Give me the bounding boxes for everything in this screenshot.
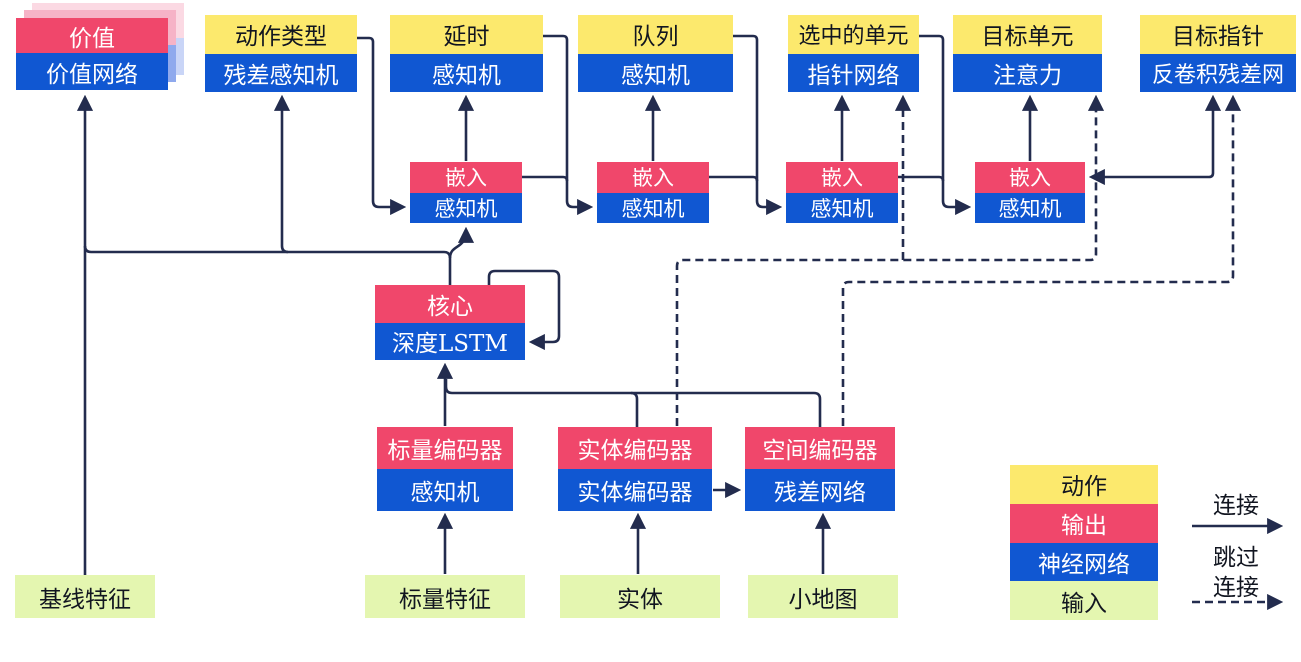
node-delay-action-label: 延时 <box>390 15 543 54</box>
line-embed-1-merge <box>522 175 569 182</box>
node-embed-4-output-label: 嵌入 <box>975 162 1085 193</box>
node-target-point: 目标指针 反卷积残差网 <box>1140 15 1296 92</box>
arrow-embed-4-target-point-link <box>1088 94 1222 186</box>
input-scalar-features: 标量特征 <box>365 575 525 618</box>
node-target-unit: 目标单元 注意力 <box>953 15 1102 92</box>
node-embed-2-output-label: 嵌入 <box>597 162 709 193</box>
arrow-delay-to-embed-2 <box>543 34 594 216</box>
node-action-type-action-label: 动作类型 <box>205 15 357 54</box>
node-embed-4-network-label: 感知机 <box>975 192 1085 223</box>
legend-output-label: 输出 <box>1010 503 1158 543</box>
legend-color-key: 动作 输出 神经网络 输入 <box>1010 465 1158 620</box>
node-value-output-label: 价值 <box>16 18 168 53</box>
line-core-output-left <box>83 245 452 287</box>
skip-entity-to-target-unit <box>675 94 1105 426</box>
node-core-output-label: 核心 <box>375 285 525 323</box>
node-delay-network-label: 感知机 <box>390 53 543 92</box>
node-scalar-encoder-network-label: 感知机 <box>377 469 513 511</box>
arrow-core-to-action-type <box>273 94 291 254</box>
arrow-action-type-to-embed-1 <box>357 36 407 216</box>
line-embed-2-merge <box>709 175 759 182</box>
arrow-queue-to-embed-3 <box>733 34 783 216</box>
node-action-type-network-label: 残差感知机 <box>205 53 357 92</box>
node-embed-3: 嵌入 感知机 <box>786 162 898 223</box>
node-selected-units: 选中的单元 指针网络 <box>788 15 919 92</box>
node-value-network-label: 价值网络 <box>16 53 168 90</box>
node-scalar-encoder-output-label: 标量编码器 <box>377 427 513 469</box>
node-entity-encoder-network-label: 实体编码器 <box>558 469 712 511</box>
node-action-type: 动作类型 残差感知机 <box>205 15 357 92</box>
node-delay: 延时 感知机 <box>390 15 543 92</box>
node-embed-1-network-label: 感知机 <box>410 192 522 223</box>
node-scalar-encoder: 标量编码器 感知机 <box>377 427 513 511</box>
node-value: 价值 价值网络 <box>16 18 168 90</box>
input-entities: 实体 <box>560 575 720 618</box>
node-spatial-encoder: 空间编码器 残差网络 <box>745 427 895 511</box>
legend-skip-connection-label-line2: 连接 <box>1213 575 1259 601</box>
arrow-selected-units-to-embed-4 <box>919 34 972 216</box>
node-embed-3-network-label: 感知机 <box>786 192 898 223</box>
node-embed-1: 嵌入 感知机 <box>410 162 522 223</box>
input-minimap: 小地图 <box>748 575 898 618</box>
input-baseline-features: 基线特征 <box>15 575 155 618</box>
node-entity-encoder: 实体编码器 实体编码器 <box>558 427 712 511</box>
node-selected-units-action-label: 选中的单元 <box>788 15 919 54</box>
node-spatial-encoder-network-label: 残差网络 <box>745 469 895 511</box>
node-embed-2: 嵌入 感知机 <box>597 162 709 223</box>
node-core-network-label: 深度LSTM <box>375 322 525 360</box>
node-embed-4: 嵌入 感知机 <box>975 162 1085 223</box>
node-spatial-encoder-output-label: 空间编码器 <box>745 427 895 469</box>
line-embed-3-merge <box>898 175 945 182</box>
node-entity-encoder-output-label: 实体编码器 <box>558 427 712 469</box>
legend-network-label: 神经网络 <box>1010 542 1158 582</box>
legend-action-label: 动作 <box>1010 465 1158 504</box>
line-entity-encoder-to-core <box>630 391 639 427</box>
legend-skip-connection-label-line1: 跳过 <box>1213 545 1259 571</box>
node-embed-3-output-label: 嵌入 <box>786 162 898 193</box>
node-embed-2-network-label: 感知机 <box>597 192 709 223</box>
arrow-core-self-loop <box>487 269 561 351</box>
line-spatial-encoder-to-core <box>444 379 822 427</box>
node-target-unit-action-label: 目标单元 <box>953 15 1102 54</box>
node-target-point-network-label: 反卷积残差网 <box>1140 53 1296 92</box>
node-queue: 队列 感知机 <box>578 15 733 92</box>
node-queue-action-label: 队列 <box>578 15 733 54</box>
node-core: 核心 深度LSTM <box>375 285 525 360</box>
node-queue-network-label: 感知机 <box>578 53 733 92</box>
node-embed-1-output-label: 嵌入 <box>410 162 522 193</box>
node-target-point-action-label: 目标指针 <box>1140 15 1296 54</box>
legend-solid-connection-label: 连接 <box>1213 493 1259 519</box>
skip-spatial-to-target-point <box>841 94 1242 426</box>
legend-input-label: 输入 <box>1010 581 1158 620</box>
node-target-unit-network-label: 注意力 <box>953 53 1102 92</box>
arrow-core-to-embed-1 <box>448 226 475 259</box>
node-selected-units-network-label: 指针网络 <box>788 53 919 92</box>
